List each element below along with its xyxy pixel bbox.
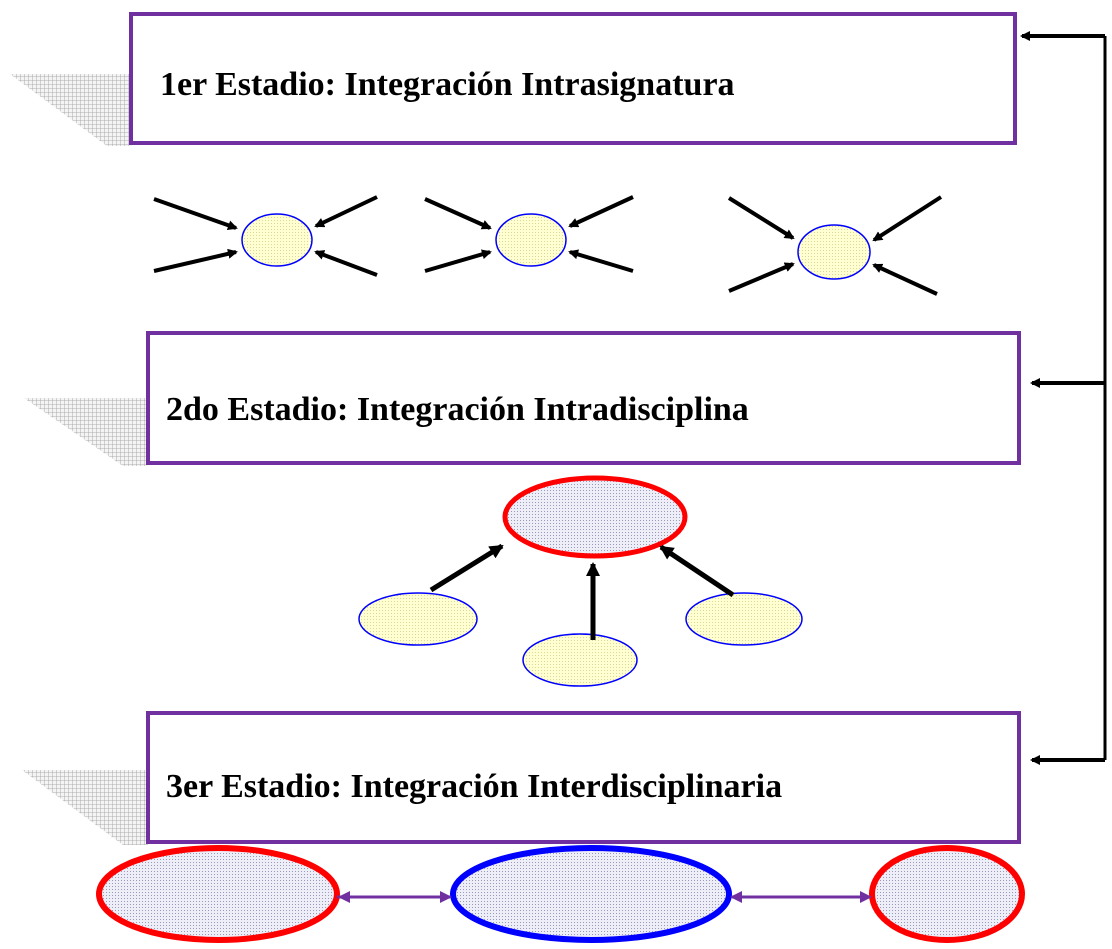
arrow [727, 196, 795, 240]
concept-node [797, 224, 871, 280]
arrow [728, 262, 795, 293]
concept-node [241, 213, 313, 267]
stage-1-label: 1er Estadio: Integración Intrasignatura [160, 66, 735, 103]
discipline-node [869, 845, 1025, 943]
subject-node [685, 592, 803, 646]
stage-3-label: 3er Estadio: Integración Interdisciplina… [166, 768, 782, 805]
arrow [153, 197, 238, 231]
stage-2-nodes [358, 475, 803, 687]
arrow [153, 248, 238, 273]
arrow [872, 195, 943, 242]
arrow [429, 543, 504, 593]
central-discipline-node [450, 845, 732, 943]
stage-2-box [146, 331, 1021, 465]
feedback-connector [1020, 31, 1107, 765]
arrow [568, 249, 634, 273]
stage-2-label: 2do Estadio: Integración Intradisciplina [166, 391, 749, 428]
stage-2-shadow [24, 398, 148, 466]
subject-node [522, 633, 638, 687]
concept-node [495, 213, 567, 267]
stage-1-shadow [10, 74, 132, 146]
stage-1-nodes [153, 195, 943, 296]
arrow [314, 195, 378, 228]
arrow [424, 249, 492, 273]
stage-3-shadow [22, 770, 148, 845]
stage-1-box [129, 12, 1017, 145]
arrow [568, 195, 634, 228]
stage-1-group: 1er Estadio: Integración Intrasignatura [10, 12, 1017, 146]
discipline-node [502, 475, 688, 559]
discipline-node [96, 845, 340, 943]
stage-3-group: 3er Estadio: Integración Interdisciplina… [22, 711, 1021, 845]
stage-3-box [146, 711, 1021, 844]
arrow [314, 250, 378, 277]
subject-node [358, 592, 478, 646]
stage-3-nodes [96, 845, 1025, 943]
arrow [659, 544, 735, 598]
arrow [424, 197, 492, 230]
arrow [872, 263, 938, 296]
stage-2-group: 2do Estadio: Integración Intradisciplina [24, 331, 1021, 466]
